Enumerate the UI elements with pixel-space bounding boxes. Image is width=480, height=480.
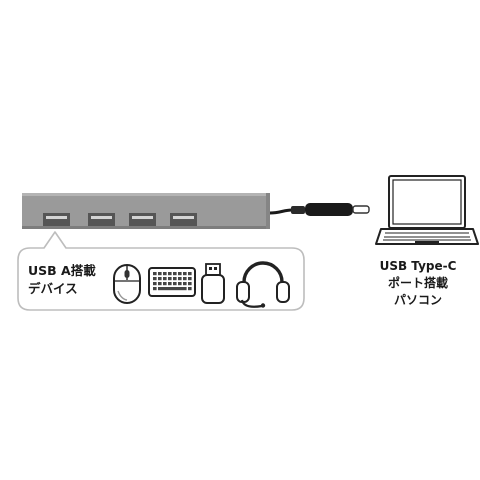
cable-strain-relief (291, 206, 305, 214)
usb-c-pc-label-line-1: USB Type-C (379, 259, 457, 273)
hub-top-edge (22, 193, 270, 196)
usb-c-plug-housing (305, 203, 353, 216)
cable-wire (269, 208, 293, 215)
usb-c-plug-tip (352, 205, 370, 214)
usb-a-device-label: USB A搭載 デバイス (28, 262, 96, 298)
usb-c-pc-label: USB Type-C ポート搭載 パソコン (366, 258, 470, 309)
usb-a-port-2 (88, 213, 115, 226)
usb-hub (22, 193, 270, 229)
mouse-icon (113, 264, 141, 304)
usb-a-device-label-line-2: デバイス (28, 281, 78, 296)
usb-c-pc-label-line-3: パソコン (393, 293, 442, 307)
headset-icon (236, 261, 290, 308)
usb-a-port-1 (43, 213, 70, 226)
keyboard-icon (148, 267, 196, 297)
usb-a-device-label-line-1: USB A搭載 (28, 263, 96, 278)
usb-c-pc-label-line-2: ポート搭載 (387, 276, 448, 290)
usb-a-port-4 (170, 213, 197, 226)
laptop-icon (375, 175, 479, 245)
usb-flash-drive-icon (201, 263, 225, 304)
hub-bottom-edge (22, 226, 270, 229)
hub-right-end (266, 193, 270, 229)
usb-c-cable (269, 203, 370, 216)
usb-a-port-3 (129, 213, 156, 226)
